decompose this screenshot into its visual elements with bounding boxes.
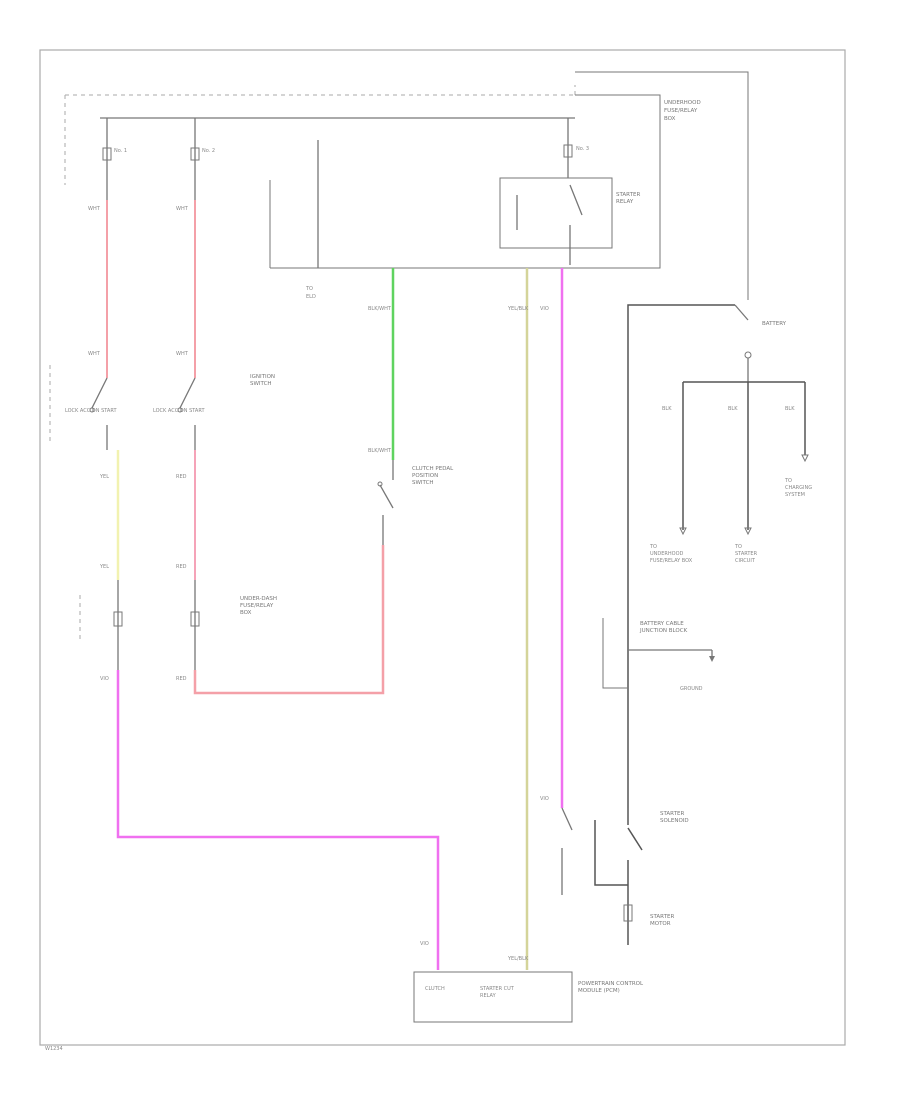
starter-relay: STARTER RELAY: [499, 177, 640, 265]
fuse-a-label: No. 1: [114, 148, 127, 154]
svg-text:VIO: VIO: [540, 306, 549, 312]
svg-text:FUSE/RELAY: FUSE/RELAY: [664, 108, 698, 114]
fusebox-outline-right: [270, 71, 749, 300]
svg-text:YEL: YEL: [99, 564, 109, 570]
ignition-switch-label: IGNITION: [250, 374, 275, 380]
svg-text:BLK: BLK: [662, 406, 672, 412]
svg-text:BLK: BLK: [785, 406, 795, 412]
svg-text:POSITION: POSITION: [412, 473, 438, 479]
svg-text:TO: TO: [734, 544, 742, 550]
battery-cable-label: BATTERY CABLE: [640, 621, 684, 627]
starter-solenoid: STARTER SOLENOID: [561, 807, 689, 945]
svg-text:VIO: VIO: [100, 676, 109, 682]
starter-solenoid-label: STARTER: [660, 811, 684, 817]
wire-violet: [116, 670, 440, 970]
svg-text:BOX: BOX: [240, 610, 252, 616]
pcm: CLUTCH STARTER CUT RELAY POWERTRAIN CONT…: [413, 941, 644, 1023]
svg-text:SYSTEM: SYSTEM: [785, 492, 805, 498]
clutch-switch: CLUTCH PEDAL POSITION SWITCH: [377, 460, 454, 545]
svg-text:BOX: BOX: [664, 116, 676, 122]
svg-text:FUSE/RELAY BOX: FUSE/RELAY BOX: [650, 558, 693, 564]
svg-text:VIO: VIO: [420, 941, 429, 947]
svg-text:TO: TO: [784, 478, 792, 484]
clutch-switch-label: CLUTCH PEDAL: [412, 466, 454, 472]
wire-red-loop: [193, 545, 385, 695]
svg-text:BLK/WHT: BLK/WHT: [368, 306, 392, 312]
svg-text:LOCK ACC ON START: LOCK ACC ON START: [153, 408, 205, 414]
battery-section: BATTERY BLK BLK BLK TO UNDERHOOD FUSE/RE…: [627, 304, 812, 808]
svg-text:CIRCUIT: CIRCUIT: [735, 558, 756, 564]
svg-text:LOCK ACC ON START: LOCK ACC ON START: [65, 408, 117, 414]
svg-text:WHT: WHT: [88, 351, 101, 357]
svg-text:MODULE (PCM): MODULE (PCM): [578, 988, 620, 994]
fuse-a: No. 1: [102, 118, 127, 200]
ignition-switch: IGNITION SWITCH LOCK ACC ON START LOCK A…: [49, 365, 275, 450]
underdash-fuses: UNDER-DASH FUSE/RELAY BOX: [79, 580, 277, 670]
underdash-label: UNDER-DASH: [240, 596, 277, 602]
svg-text:MOTOR: MOTOR: [650, 921, 671, 927]
svg-text:WHT: WHT: [176, 351, 189, 357]
svg-text:RED: RED: [176, 474, 187, 480]
svg-text:SWITCH: SWITCH: [250, 381, 272, 387]
fuse-c-label: No. 3: [576, 146, 589, 152]
svg-text:YEL: YEL: [99, 474, 109, 480]
pcm-pins-label: STARTER CUT: [480, 986, 515, 992]
svg-text:FUSE/RELAY: FUSE/RELAY: [240, 603, 274, 609]
starter-motor-label: STARTER: [650, 914, 674, 920]
fusebox-outline: [64, 85, 576, 185]
svg-text:STARTER: STARTER: [735, 551, 758, 557]
svg-text:JUNCTION BLOCK: JUNCTION BLOCK: [639, 628, 688, 634]
starter-relay-label: STARTER: [616, 192, 640, 198]
svg-text:WHT: WHT: [88, 206, 101, 212]
svg-text:CLUTCH: CLUTCH: [425, 986, 445, 992]
svg-text:RELAY: RELAY: [616, 199, 634, 205]
svg-text:TO: TO: [649, 544, 657, 550]
svg-text:CHARGING: CHARGING: [785, 485, 812, 491]
fuse-b: No. 2: [190, 118, 215, 200]
fuse-b-label: No. 2: [202, 148, 215, 154]
svg-text:BLK/WHT: BLK/WHT: [368, 448, 392, 454]
svg-text:SWITCH: SWITCH: [412, 480, 434, 486]
battery-label: BATTERY: [762, 321, 787, 327]
svg-text:UNDERHOOD: UNDERHOOD: [650, 551, 684, 557]
footer-code: W1234: [45, 1046, 63, 1052]
svg-text:RED: RED: [176, 676, 187, 682]
svg-text:VIO: VIO: [540, 796, 549, 802]
svg-text:YEL/BLK: YEL/BLK: [507, 306, 529, 312]
svg-text:SOLENOID: SOLENOID: [660, 818, 689, 824]
fusebox-top-label: UNDERHOOD: [664, 100, 701, 106]
svg-text:ELD: ELD: [306, 294, 316, 300]
battery-cable-junction: BATTERY CABLE JUNCTION BLOCK GROUND: [602, 618, 715, 692]
ground-label: GROUND: [680, 686, 703, 692]
svg-text:RED: RED: [176, 564, 187, 570]
svg-text:BLK: BLK: [728, 406, 738, 412]
fuse-c: No. 3: [563, 118, 589, 178]
svg-text:RELAY: RELAY: [480, 993, 497, 999]
svg-text:WHT: WHT: [176, 206, 189, 212]
diagram-frame: [39, 49, 846, 1046]
pcm-label: POWERTRAIN CONTROL: [578, 981, 644, 987]
svg-text:YEL/BLK: YEL/BLK: [507, 956, 529, 962]
svg-text:TO: TO: [305, 286, 313, 292]
starter-motor: STARTER MOTOR: [623, 904, 674, 927]
